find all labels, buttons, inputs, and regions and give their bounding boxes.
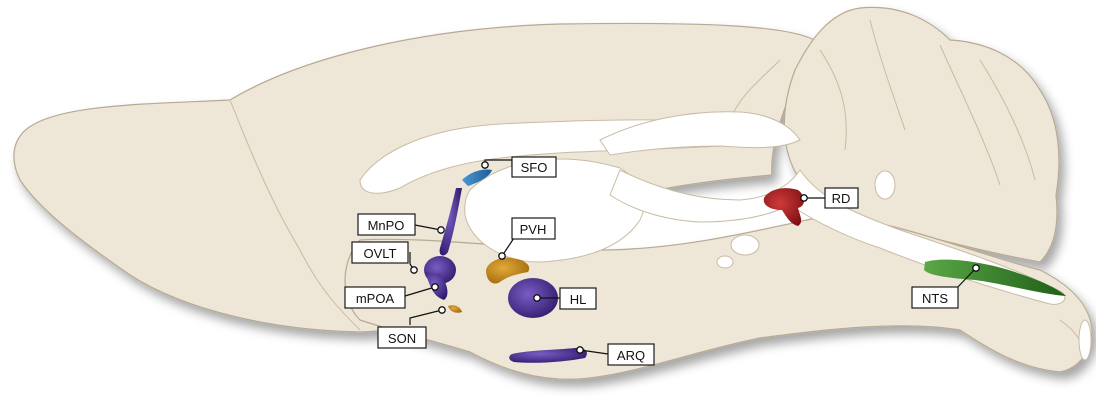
ovlt-label: OVLT (364, 246, 397, 261)
marker-ovlt (411, 267, 417, 273)
mnpo-label: MnPO (368, 218, 405, 233)
marker-sfo (482, 162, 488, 168)
marker-nts (973, 265, 979, 271)
pvh-label: PVH (520, 222, 547, 237)
marker-hl (534, 295, 540, 301)
rd-label: RD (832, 191, 851, 206)
marker-mnpo (438, 227, 444, 233)
sfo-label: SFO (521, 160, 548, 175)
marker-arq (577, 347, 583, 353)
hl-label: HL (570, 292, 587, 307)
marker-rd (801, 195, 807, 201)
son-label: SON (388, 331, 416, 346)
mpoa-label: mPOA (356, 291, 395, 306)
marker-pvh (499, 253, 505, 259)
nts-label: NTS (922, 291, 948, 306)
marker-son (439, 307, 445, 313)
arq-label: ARQ (617, 348, 645, 363)
marker-mpoa (432, 284, 438, 290)
rd-region (764, 188, 804, 226)
